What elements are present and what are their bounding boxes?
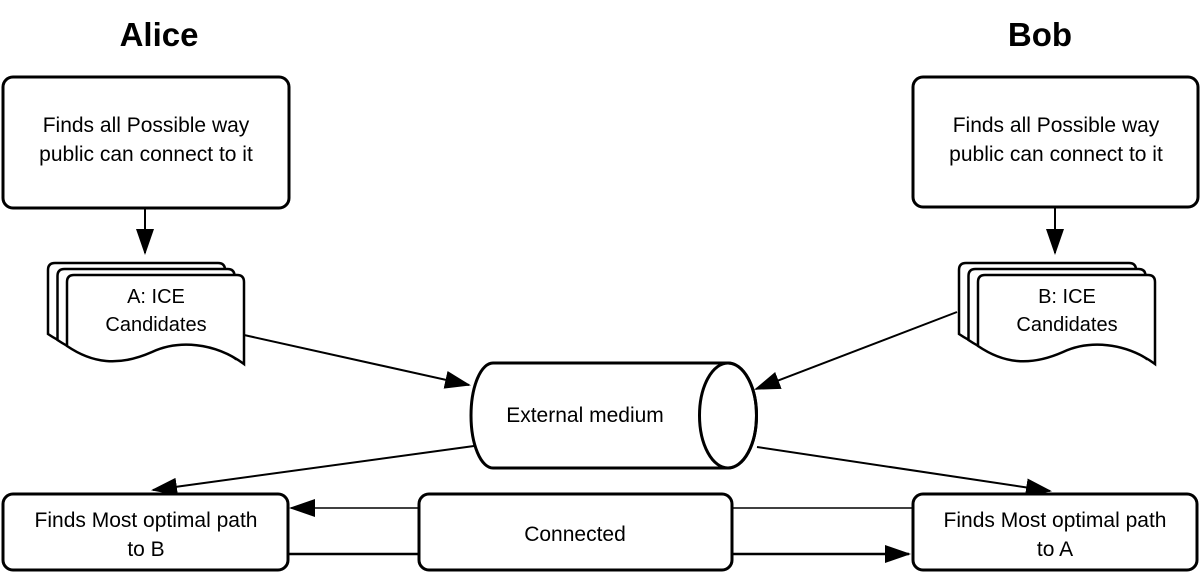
bob-process-node: Finds all Possible way public can connec… <box>911 75 1200 209</box>
alice-candidates-node: A: ICE Candidates <box>46 261 246 366</box>
find-path-b-line2: to B <box>127 538 164 561</box>
actor-title-bob: Bob <box>1008 16 1072 53</box>
find-path-b-line1: Finds Most optimal path <box>35 509 258 532</box>
find-path-b-box <box>1 492 290 572</box>
connector-b-candidates-to-medium <box>754 311 958 390</box>
bob-process-line2: public can connect to it <box>949 143 1163 166</box>
external-medium-node: External medium <box>469 361 758 470</box>
alice-candidates-line2: Candidates <box>105 314 206 336</box>
bob-candidates-node: B: ICE Candidates <box>957 261 1157 366</box>
external-medium-label: External medium <box>506 404 664 427</box>
actor-title-alice: Alice <box>120 16 199 53</box>
alice-process-line2: public can connect to it <box>39 143 253 166</box>
connector-medium-to-path-a <box>756 446 1052 497</box>
find-path-a-line2: to A <box>1037 538 1073 561</box>
find-path-a-box <box>911 492 1199 572</box>
alice-process-box <box>1 75 291 210</box>
bob-process-box <box>911 75 1200 209</box>
alice-process-line1: Finds all Possible way <box>43 114 250 137</box>
alice-candidates-line1: A: ICE <box>127 286 185 308</box>
find-path-b-node: Finds Most optimal path to B <box>1 492 290 572</box>
bob-candidates-line1: B: ICE <box>1038 286 1096 308</box>
connector-a-candidates-to-medium <box>243 334 471 389</box>
find-path-a-node: Finds Most optimal path to A <box>911 492 1199 572</box>
connected-label: Connected <box>524 523 626 546</box>
connector-medium-to-path-b <box>151 445 475 496</box>
connected-node: Connected <box>417 492 734 572</box>
find-path-a-line1: Finds Most optimal path <box>944 509 1167 532</box>
alice-process-node: Finds all Possible way public can connec… <box>1 75 291 210</box>
bob-process-line1: Finds all Possible way <box>953 114 1160 137</box>
connectors <box>136 208 1064 563</box>
connected-box <box>417 492 734 572</box>
cylinder-cap <box>698 361 758 470</box>
bob-candidates-line2: Candidates <box>1016 314 1117 336</box>
